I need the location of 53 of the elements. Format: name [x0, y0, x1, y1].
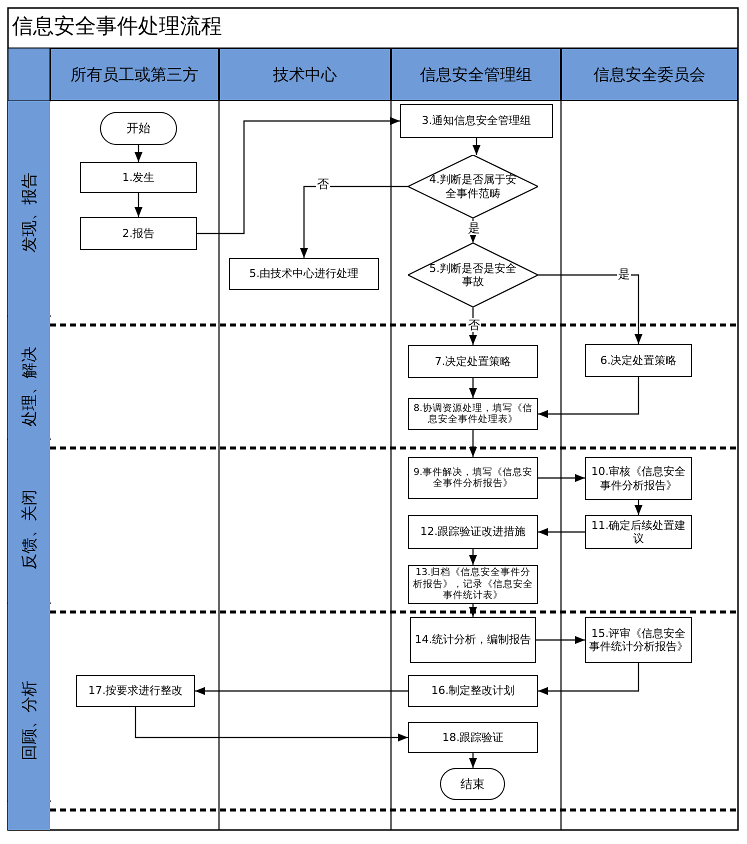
process-box: 15.评审《信息安全事件统计分析报告》 — [585, 617, 692, 663]
phase-label: 发现、报告 — [8, 101, 50, 325]
arrow — [634, 500, 642, 515]
arrow — [197, 117, 400, 234]
arrow — [134, 707, 408, 742]
process-box: 17.按要求进行整改 — [76, 675, 195, 707]
diagram-title: 信息安全事件处理流程 — [12, 13, 222, 40]
arrow — [538, 377, 640, 418]
process-box: 3.通知信息安全管理组 — [400, 104, 553, 138]
arrow — [536, 636, 585, 644]
arrow — [469, 549, 477, 565]
process-box: 12.跟踪验证改进措施 — [408, 515, 538, 549]
process-box: 13.归档《信息安全事件分析报告》，记录《信息安全事件统计表》 — [408, 565, 538, 604]
process-box: 18.跟踪验证 — [408, 722, 538, 753]
process-box: 5.由技术中心进行处理 — [229, 258, 379, 290]
phase-label: 处理、解决 — [8, 325, 50, 448]
lane-header: 信息安全管理组 — [391, 48, 561, 101]
edge-label: 是 — [617, 267, 631, 281]
process-box: 10.审核《信息安全事件分析报告》 — [585, 457, 692, 500]
lane-header: 技术中心 — [219, 48, 391, 101]
process-box: 7.决定处置策略 — [408, 345, 538, 378]
process-box: 9.事件解决，填写《信息安全事件分析报告》 — [408, 457, 538, 499]
arrow — [469, 604, 477, 617]
process-box: 16.制定整改计划 — [408, 675, 538, 707]
arrow — [538, 274, 642, 344]
decision-diamond: 5.判断是否是安全事故 — [408, 243, 538, 307]
process-box: 14.统计分析，编制报告 — [410, 617, 536, 663]
edge-label: 否 — [316, 177, 330, 191]
process-box: 11.确定后续处置建议 — [585, 515, 692, 549]
terminator-box: 结束 — [440, 768, 505, 800]
arrow — [472, 138, 480, 155]
arrow — [195, 687, 408, 695]
edge-label: 是 — [467, 221, 481, 235]
process-box: 8.协调资源处理，填写《信息安全事件处理表》 — [408, 398, 538, 430]
edge-label: 否 — [467, 318, 481, 332]
arrow — [300, 186, 408, 258]
decision-diamond: 4.判断是否属于安全事件范畴 — [408, 155, 538, 218]
arrow — [134, 145, 142, 162]
process-box: 2.报告 — [80, 217, 197, 250]
process-box: 1.发生 — [80, 162, 197, 193]
process-box: 6.决定处置策略 — [585, 344, 692, 377]
arrow — [538, 474, 585, 482]
arrow — [469, 430, 477, 457]
lane-header: 信息安全委员会 — [561, 48, 738, 101]
arrow — [538, 528, 585, 536]
phase-label: 反馈、关闭 — [8, 448, 50, 612]
lane-header: 所有员工或第三方 — [50, 48, 219, 101]
arrow — [469, 378, 477, 398]
terminator-box: 开始 — [100, 112, 177, 145]
arrow — [469, 753, 477, 768]
arrow — [538, 663, 640, 695]
phase-label: 回顾、分析 — [8, 612, 50, 830]
arrow — [134, 193, 142, 217]
